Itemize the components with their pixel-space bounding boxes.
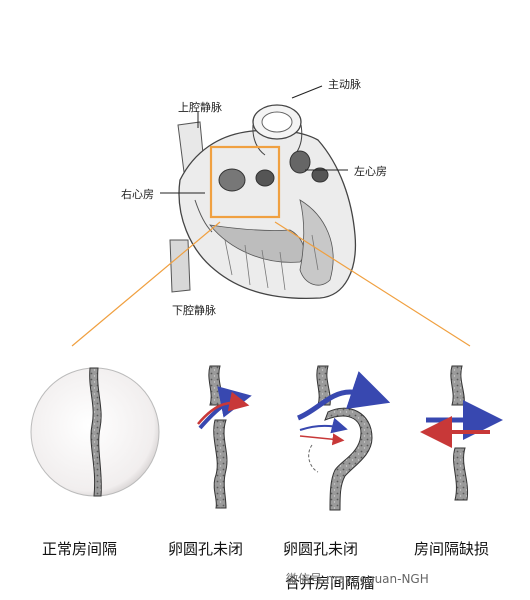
- caption-pfo-2: 卵圆孔未闭: [283, 540, 359, 558]
- panel-asd: [420, 365, 503, 501]
- right-atrium-label: 右心房: [121, 188, 154, 201]
- highlight-box: [209, 145, 281, 219]
- caption-pfo-1: 卵圆孔未闭: [168, 540, 244, 558]
- left-atrium-label: 左心房: [354, 165, 387, 178]
- heart-illustration: [169, 104, 357, 300]
- callout-line-right: [274, 221, 471, 347]
- panel-normal-septum: [30, 367, 160, 497]
- aorta-label: 主动脉: [328, 78, 361, 91]
- caption-asd: 房间隔缺损: [414, 540, 490, 558]
- panel-pfo-2: [296, 365, 391, 511]
- caption-aneurysm: 合并房间隔瘤: [285, 574, 376, 592]
- caption-normal-septum: 正常房间隔: [42, 540, 118, 558]
- aorta-pointer: [291, 85, 323, 99]
- watermark: 微信号 mayueguan-NGH: [286, 572, 429, 586]
- superior-vena-cava-label: 上腔静脉: [178, 101, 222, 114]
- callout-line-left: [71, 221, 221, 347]
- panel-pfo-1: [197, 365, 252, 509]
- inferior-vena-cava-label: 下腔静脉: [172, 304, 216, 317]
